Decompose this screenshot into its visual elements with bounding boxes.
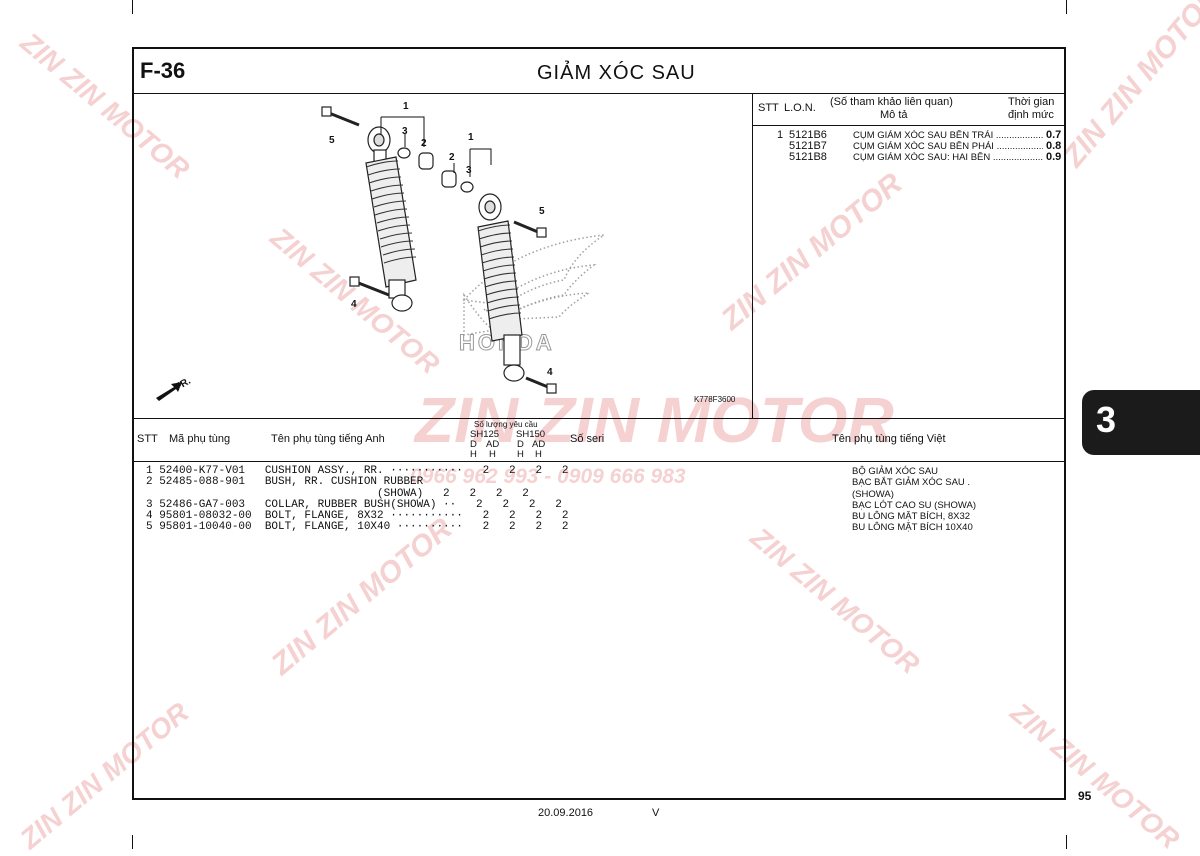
honda-logo	[462, 234, 605, 336]
col-header-variant: AD	[486, 439, 500, 450]
right-shock	[477, 193, 525, 382]
col-header-variant: H	[517, 449, 524, 460]
lon-header-desc: Mô tả	[880, 109, 908, 121]
lon-row-time: 0.7	[1046, 129, 1062, 141]
callout-label: 1	[468, 132, 474, 143]
right-bolts	[513, 220, 557, 394]
callout-label: 5	[329, 135, 335, 146]
table-row: (SHOWA) 2 2 2 2	[146, 488, 529, 500]
callout-label: 5	[539, 206, 545, 217]
col-header-serial: Số seri	[570, 433, 605, 445]
table-row-vn: BU LÔNG MẶT BÍCH, 8X32	[852, 511, 971, 522]
lon-header-lon: L.O.N.	[784, 102, 816, 114]
leader-lines	[380, 116, 492, 177]
table-row: 5 95801-10040-00 BOLT, FLANGE, 10X40 ···…	[146, 521, 569, 533]
left-bolts	[321, 106, 390, 297]
table-row: 2 52485-088-901 BUSH, RR. CUSHION RUBBER	[146, 476, 424, 488]
callout-label: 4	[547, 367, 553, 378]
right-bushings	[441, 170, 474, 193]
parts-header-bottom	[132, 461, 1066, 462]
lon-header-time: định mức	[1008, 109, 1054, 121]
callout-label: 3	[466, 165, 472, 176]
left-bushings	[397, 147, 434, 170]
table-row-vn: BẠC LÓT CAO SU (SHOWA)	[852, 500, 977, 511]
crop-mark	[1066, 835, 1067, 849]
lon-header-stt: STT	[758, 102, 779, 114]
left-shock	[365, 126, 417, 312]
lon-row-stt: 1	[777, 129, 784, 141]
col-header-variant: AD	[532, 439, 546, 450]
table-row-vn: BỘ GIẢM XÓC SAU	[852, 466, 939, 477]
col-header-variant: D	[470, 439, 477, 450]
crop-mark	[132, 0, 133, 14]
col-header-qty: Số lượng yêu cầu	[474, 420, 538, 429]
callout-label: 2	[449, 152, 455, 163]
col-header-sh150: SH150	[516, 429, 546, 440]
table-row: 3 52486-GA7-003 COLLAR, RUBBER BUSH(SHOW…	[146, 499, 562, 511]
col-header-sh125: SH125	[470, 429, 500, 440]
watermark-brand: ZIN ZIN MOTOR	[1057, 0, 1200, 174]
col-header-variant: H	[470, 449, 477, 460]
col-header-variant: D	[517, 439, 524, 450]
lon-header-bottom	[752, 125, 1066, 126]
col-header-variant: H	[535, 449, 542, 460]
callout-label: 1	[403, 101, 409, 112]
col-header-stt: STT	[137, 433, 158, 445]
footer-date: 20.09.2016	[538, 807, 594, 819]
exploded-diagram: HONDA	[156, 106, 605, 401]
diagram-divider	[752, 93, 753, 418]
lon-row-code: 5121B7	[789, 140, 827, 152]
lon-header-time: Thời gian	[1008, 96, 1055, 108]
crop-mark	[1066, 0, 1067, 14]
callout-label: 4	[351, 299, 357, 310]
footer-version: V	[652, 807, 660, 819]
col-header-part-no: Mã phụ tùng	[169, 433, 231, 445]
header-divider	[132, 93, 1066, 94]
section-tab: 3	[1082, 390, 1200, 455]
table-row-vn: BU LÔNG MẶT BÍCH 10X40	[852, 522, 973, 533]
lon-row-code: 5121B8	[789, 151, 827, 163]
page-code: F-36	[140, 58, 186, 83]
lon-row-desc: CỤM GIẢM XÓC SAU BÊN PHẢI ..............…	[853, 141, 1043, 152]
page-number: 95	[1078, 789, 1092, 803]
lon-row-code: 5121B6	[789, 129, 827, 141]
lon-row-desc: CỤM GIẢM XÓC SAU: HAI BÊN ..............…	[853, 152, 1043, 163]
table-row-vn: (SHOWA)	[852, 489, 894, 500]
col-header-variant: H	[489, 449, 496, 460]
table-row-vn: BẠC BẮT GIẢM XÓC SAU .	[852, 477, 971, 488]
section-tab-label: 3	[1096, 399, 1117, 440]
diagram-code: K778F3600	[694, 395, 736, 404]
fr-arrow	[156, 382, 182, 401]
page-title: GIẢM XÓC SAU	[537, 62, 696, 84]
page-frame	[132, 47, 1066, 800]
table-row: 4 95801-08032-00 BOLT, FLANGE, 8X32 ····…	[146, 510, 569, 522]
lon-header-ref: (Số tham khảo liên quan)	[830, 96, 953, 108]
lon-row-time: 0.9	[1046, 151, 1062, 163]
crop-mark	[132, 835, 133, 849]
lon-row-desc: CỤM GIẢM XÓC SAU BÊN TRÁI ..............…	[853, 130, 1043, 141]
col-header-name-vn: Tên phụ tùng tiếng Việt	[832, 433, 946, 445]
lon-row-time: 0.8	[1046, 140, 1062, 152]
parts-header-top	[132, 418, 1066, 419]
col-header-name-en: Tên phụ tùng tiếng Anh	[271, 433, 385, 445]
callout-label: 2	[421, 138, 427, 149]
callout-label: 3	[402, 126, 408, 137]
table-row: 1 52400-K77-V01 CUSHION ASSY., RR. ·····…	[146, 465, 569, 477]
